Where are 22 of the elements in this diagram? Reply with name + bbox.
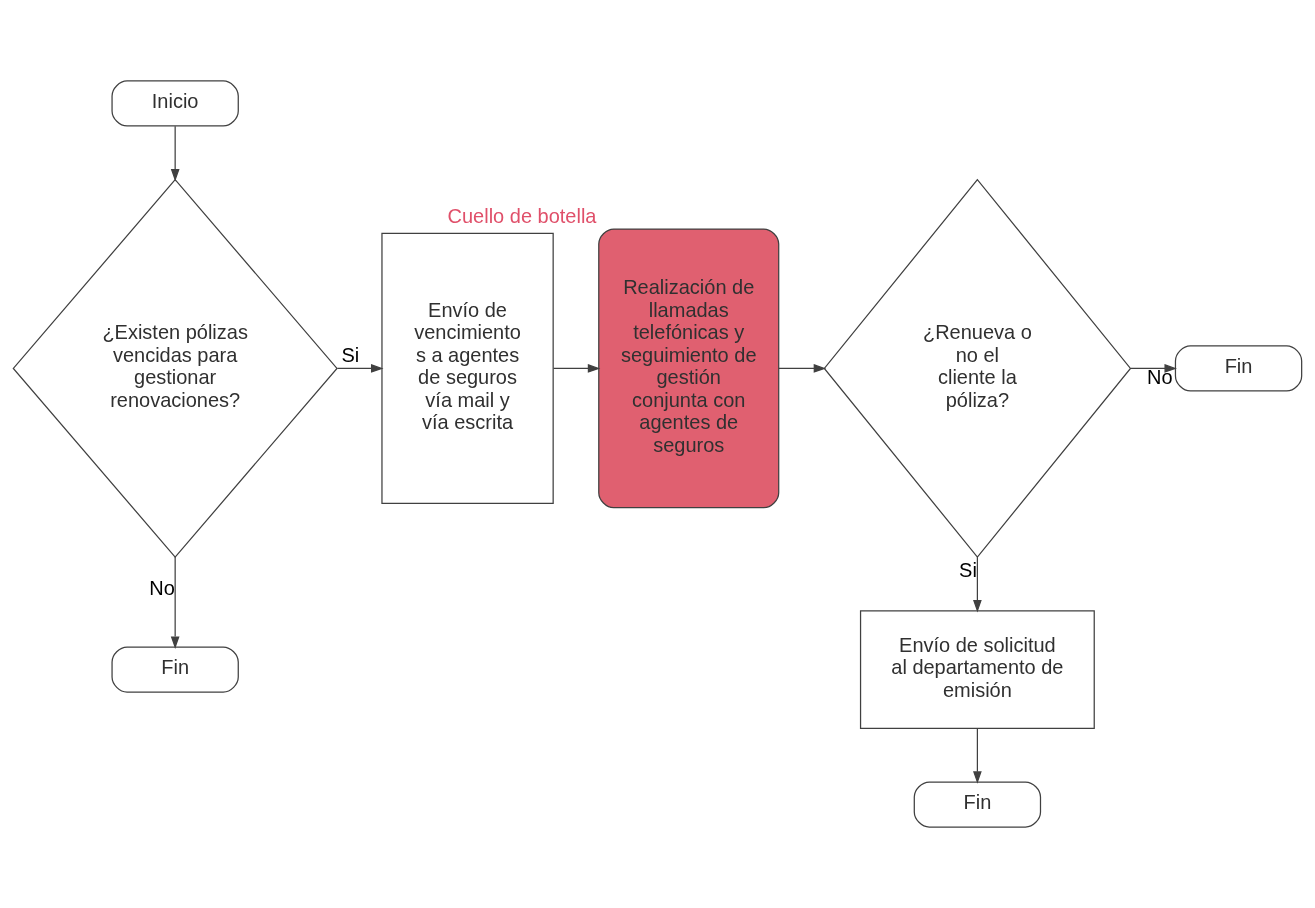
node-box: Fin <box>913 781 1042 828</box>
edge-label: Si <box>341 343 360 366</box>
arrow <box>170 125 180 182</box>
node-diamond: ¿Renueva o no el cliente la póliza? <box>823 178 1132 559</box>
edge-label: Si <box>959 559 977 582</box>
node-label: Cuello de botella <box>447 204 597 227</box>
edge-label: No <box>149 577 175 600</box>
node-box: Inicio <box>111 80 239 127</box>
arrow <box>336 364 384 373</box>
edge-label: No <box>1147 366 1173 389</box>
arrow <box>1130 364 1177 373</box>
arrow <box>552 364 601 373</box>
node-box: Fin <box>111 646 239 693</box>
node-box: Fin <box>1174 345 1303 392</box>
arrow <box>973 727 982 784</box>
arrow <box>778 364 827 373</box>
node-box: Envío de solicitud al departamento de emisión <box>859 610 1095 729</box>
arrow <box>973 556 982 613</box>
node-box: Realización de llamadas telefónicas y seguimiento de gestión conjunta con agentes de seguros <box>598 228 780 509</box>
node-box: Envío de vencimiento s a agentes de seguros vía mail y vía escrita <box>381 232 554 504</box>
node-diamond: ¿Existen pólizas vencidas para gestionar renovaciones? <box>12 178 338 559</box>
arrow <box>170 556 180 649</box>
